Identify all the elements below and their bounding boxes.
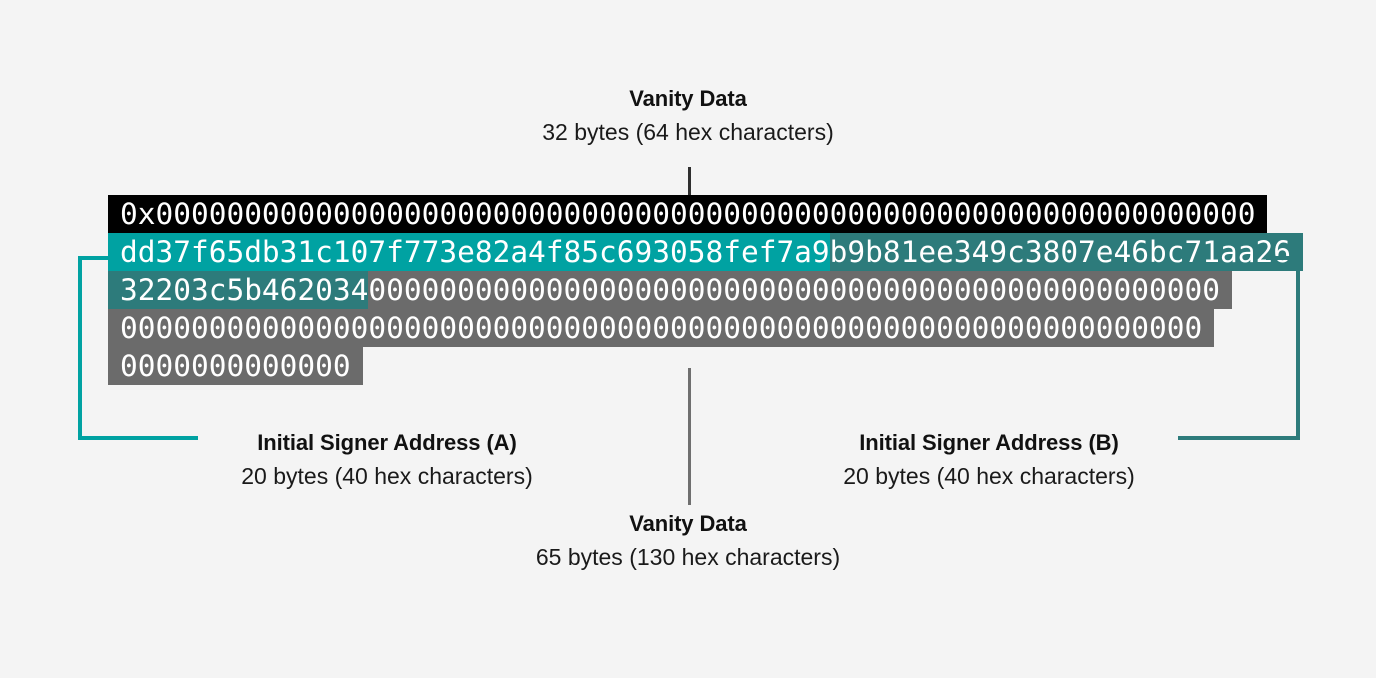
signer-a-bracket-bottom-arm: [78, 436, 198, 440]
hex-segment-signer-a-part1: dd37f65db31c107f773e82a4f85c693058fef7a9: [108, 233, 830, 271]
signer-a-label-group: Initial Signer Address (A) 20 bytes (40 …: [196, 432, 578, 488]
top-label-subtitle: 32 bytes (64 hex characters): [542, 119, 834, 145]
hex-segment-padding-zeros-1: 0000000000000000000000000000000000000000…: [368, 271, 1232, 309]
bottom-label-subtitle: 65 bytes (130 hex characters): [535, 544, 841, 570]
hex-segment-signer-b-part1: b9b81ee349c3807e46bc71aa26: [829, 233, 1303, 271]
signer-b-label-group: Initial Signer Address (B) 20 bytes (40 …: [800, 432, 1178, 488]
top-connector-line: [688, 167, 691, 196]
bottom-connector-line: [688, 368, 691, 505]
signer-a-bracket: [78, 256, 198, 440]
signer-b-bracket: [1178, 256, 1300, 440]
hex-byte-bar: 0x00000000000000000000000000000000000000…: [108, 195, 1303, 408]
hex-row-1: 0x00000000000000000000000000000000000000…: [108, 195, 1268, 233]
hex-row-5: 0000000000000: [108, 347, 1267, 385]
signer-b-bracket-bottom-arm: [1178, 436, 1300, 440]
hex-row-2: dd37f65db31c107f773e82a4f85c693058fef7a9…: [108, 233, 1303, 271]
bottom-label-group: Vanity Data 65 bytes (130 hex characters…: [0, 513, 1376, 569]
signer-a-label-title: Initial Signer Address (A): [257, 430, 517, 455]
bottom-label-title: Vanity Data: [629, 511, 747, 536]
hex-row-4: 0000000000000000000000000000000000000000…: [108, 309, 1267, 347]
signer-b-label-title: Initial Signer Address (B): [859, 430, 1119, 455]
hex-segment-padding-zeros-3: 0000000000000: [108, 347, 363, 385]
signer-b-bracket-vertical: [1296, 256, 1300, 440]
top-label-title: Vanity Data: [629, 86, 747, 111]
hex-segment-padding-zeros-2: 0000000000000000000000000000000000000000…: [108, 309, 1215, 347]
signer-b-label-subtitle: 20 bytes (40 hex characters): [843, 463, 1135, 489]
top-label-group: Vanity Data 32 bytes (64 hex characters): [0, 88, 1376, 144]
hex-segment-prefix-zeros: 0x00000000000000000000000000000000000000…: [108, 195, 1268, 233]
signer-a-label-subtitle: 20 bytes (40 hex characters): [241, 463, 533, 489]
signer-b-bracket-top-arm: [1266, 256, 1300, 260]
hex-segment-signer-b-part2: 32203c5b462034: [108, 271, 369, 309]
signer-a-bracket-top-arm: [78, 256, 111, 260]
signer-a-bracket-vertical: [78, 256, 82, 440]
